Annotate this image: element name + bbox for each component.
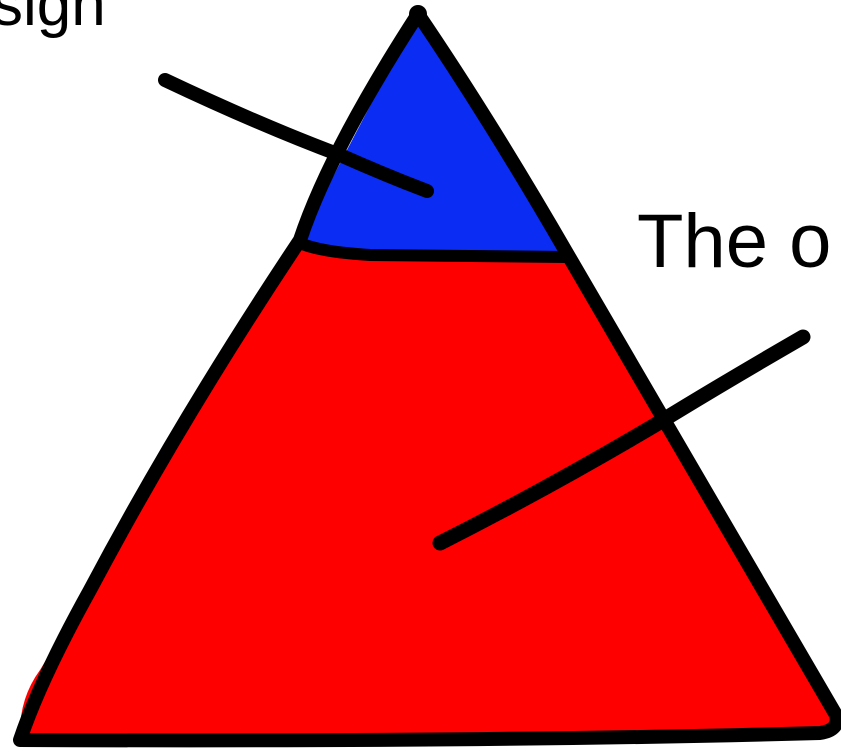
top-label: sign bbox=[0, 0, 106, 36]
right-label: The o bbox=[637, 204, 831, 280]
apex-dot bbox=[409, 5, 427, 23]
